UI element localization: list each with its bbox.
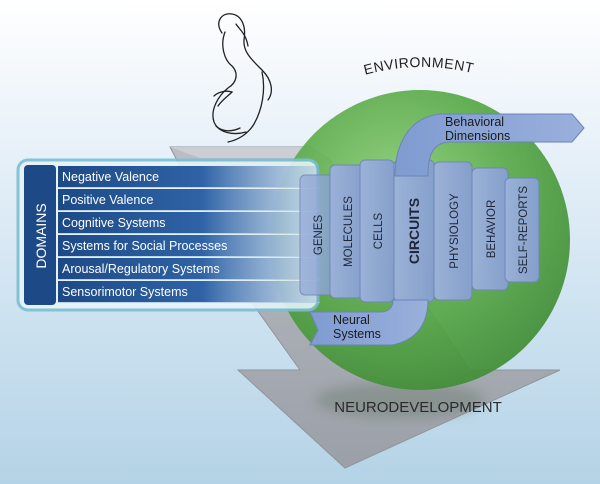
unit-label: CELLS — [373, 212, 385, 249]
behavioral-dimensions-line1: Behavioral — [445, 115, 504, 129]
domain-bar — [58, 189, 320, 210]
domain-label: Arousal/Regulatory Systems — [62, 262, 220, 276]
domain-row: Sensorimotor Systems — [58, 281, 320, 303]
unit-column: SELF-REPORTS — [504, 177, 540, 283]
neural-systems-line1: Neural — [333, 313, 370, 327]
svg-text:Behavioral Dimensions: Behavioral Dimensions — [445, 115, 510, 143]
environment-label: ENVIRONMENT — [362, 54, 476, 78]
unit-label: BEHAVIOR — [486, 200, 498, 259]
unit-label: GENES — [313, 215, 325, 256]
unit-column: PHYSIOLOGY — [433, 161, 473, 301]
unit-column: CIRCUITS — [393, 159, 435, 303]
domain-label: Systems for Social Processes — [62, 239, 227, 253]
domain-bar — [58, 258, 320, 279]
domain-bar — [58, 212, 320, 233]
neurodevelopment-label: NEURODEVELOPMENT — [334, 399, 502, 416]
behavioral-dimensions-ribbon: Behavioral Dimensions — [394, 113, 585, 177]
domains-title: DOMAINS — [33, 203, 49, 268]
unit-label: SELF-REPORTS — [518, 186, 530, 274]
neural-systems-line2: Systems — [333, 327, 381, 341]
unit-label: MOLECULES — [343, 196, 355, 267]
domain-bar — [58, 281, 320, 302]
domain-row: Negative Valence — [58, 166, 320, 188]
pregnant-woman-outline-icon — [212, 13, 273, 143]
unit-label: PHYSIOLOGY — [449, 193, 461, 269]
behavioral-dimensions-line2: Dimensions — [445, 129, 510, 143]
domain-label: Positive Valence — [62, 193, 154, 207]
domain-label: Negative Valence — [62, 170, 159, 184]
domain-row: Systems for Social Processes — [58, 235, 320, 257]
domain-bar — [58, 235, 320, 256]
unit-column: CELLS — [359, 159, 395, 303]
domain-label: Sensorimotor Systems — [62, 285, 188, 299]
unit-column: BEHAVIOR — [471, 167, 509, 291]
units-of-analysis: GENES MOLECULES CELLS CIRCUITS PHYSIOLOGY BEH… — [299, 159, 540, 303]
domain-row: Positive Valence — [58, 189, 320, 211]
domain-row: Arousal/Regulatory Systems — [58, 258, 320, 280]
unit-label: CIRCUITS — [406, 198, 422, 264]
domain-label: Cognitive Systems — [62, 216, 166, 230]
domain-row: Cognitive Systems — [58, 212, 320, 234]
unit-column: MOLECULES — [329, 164, 365, 299]
unit-column: GENES — [299, 174, 335, 296]
neural-systems-ribbon: Neural Systems — [309, 299, 429, 346]
domain-bar — [58, 166, 320, 187]
svg-text:Neural Systems: Neural Systems — [333, 313, 381, 341]
unit-column-box — [504, 177, 540, 283]
